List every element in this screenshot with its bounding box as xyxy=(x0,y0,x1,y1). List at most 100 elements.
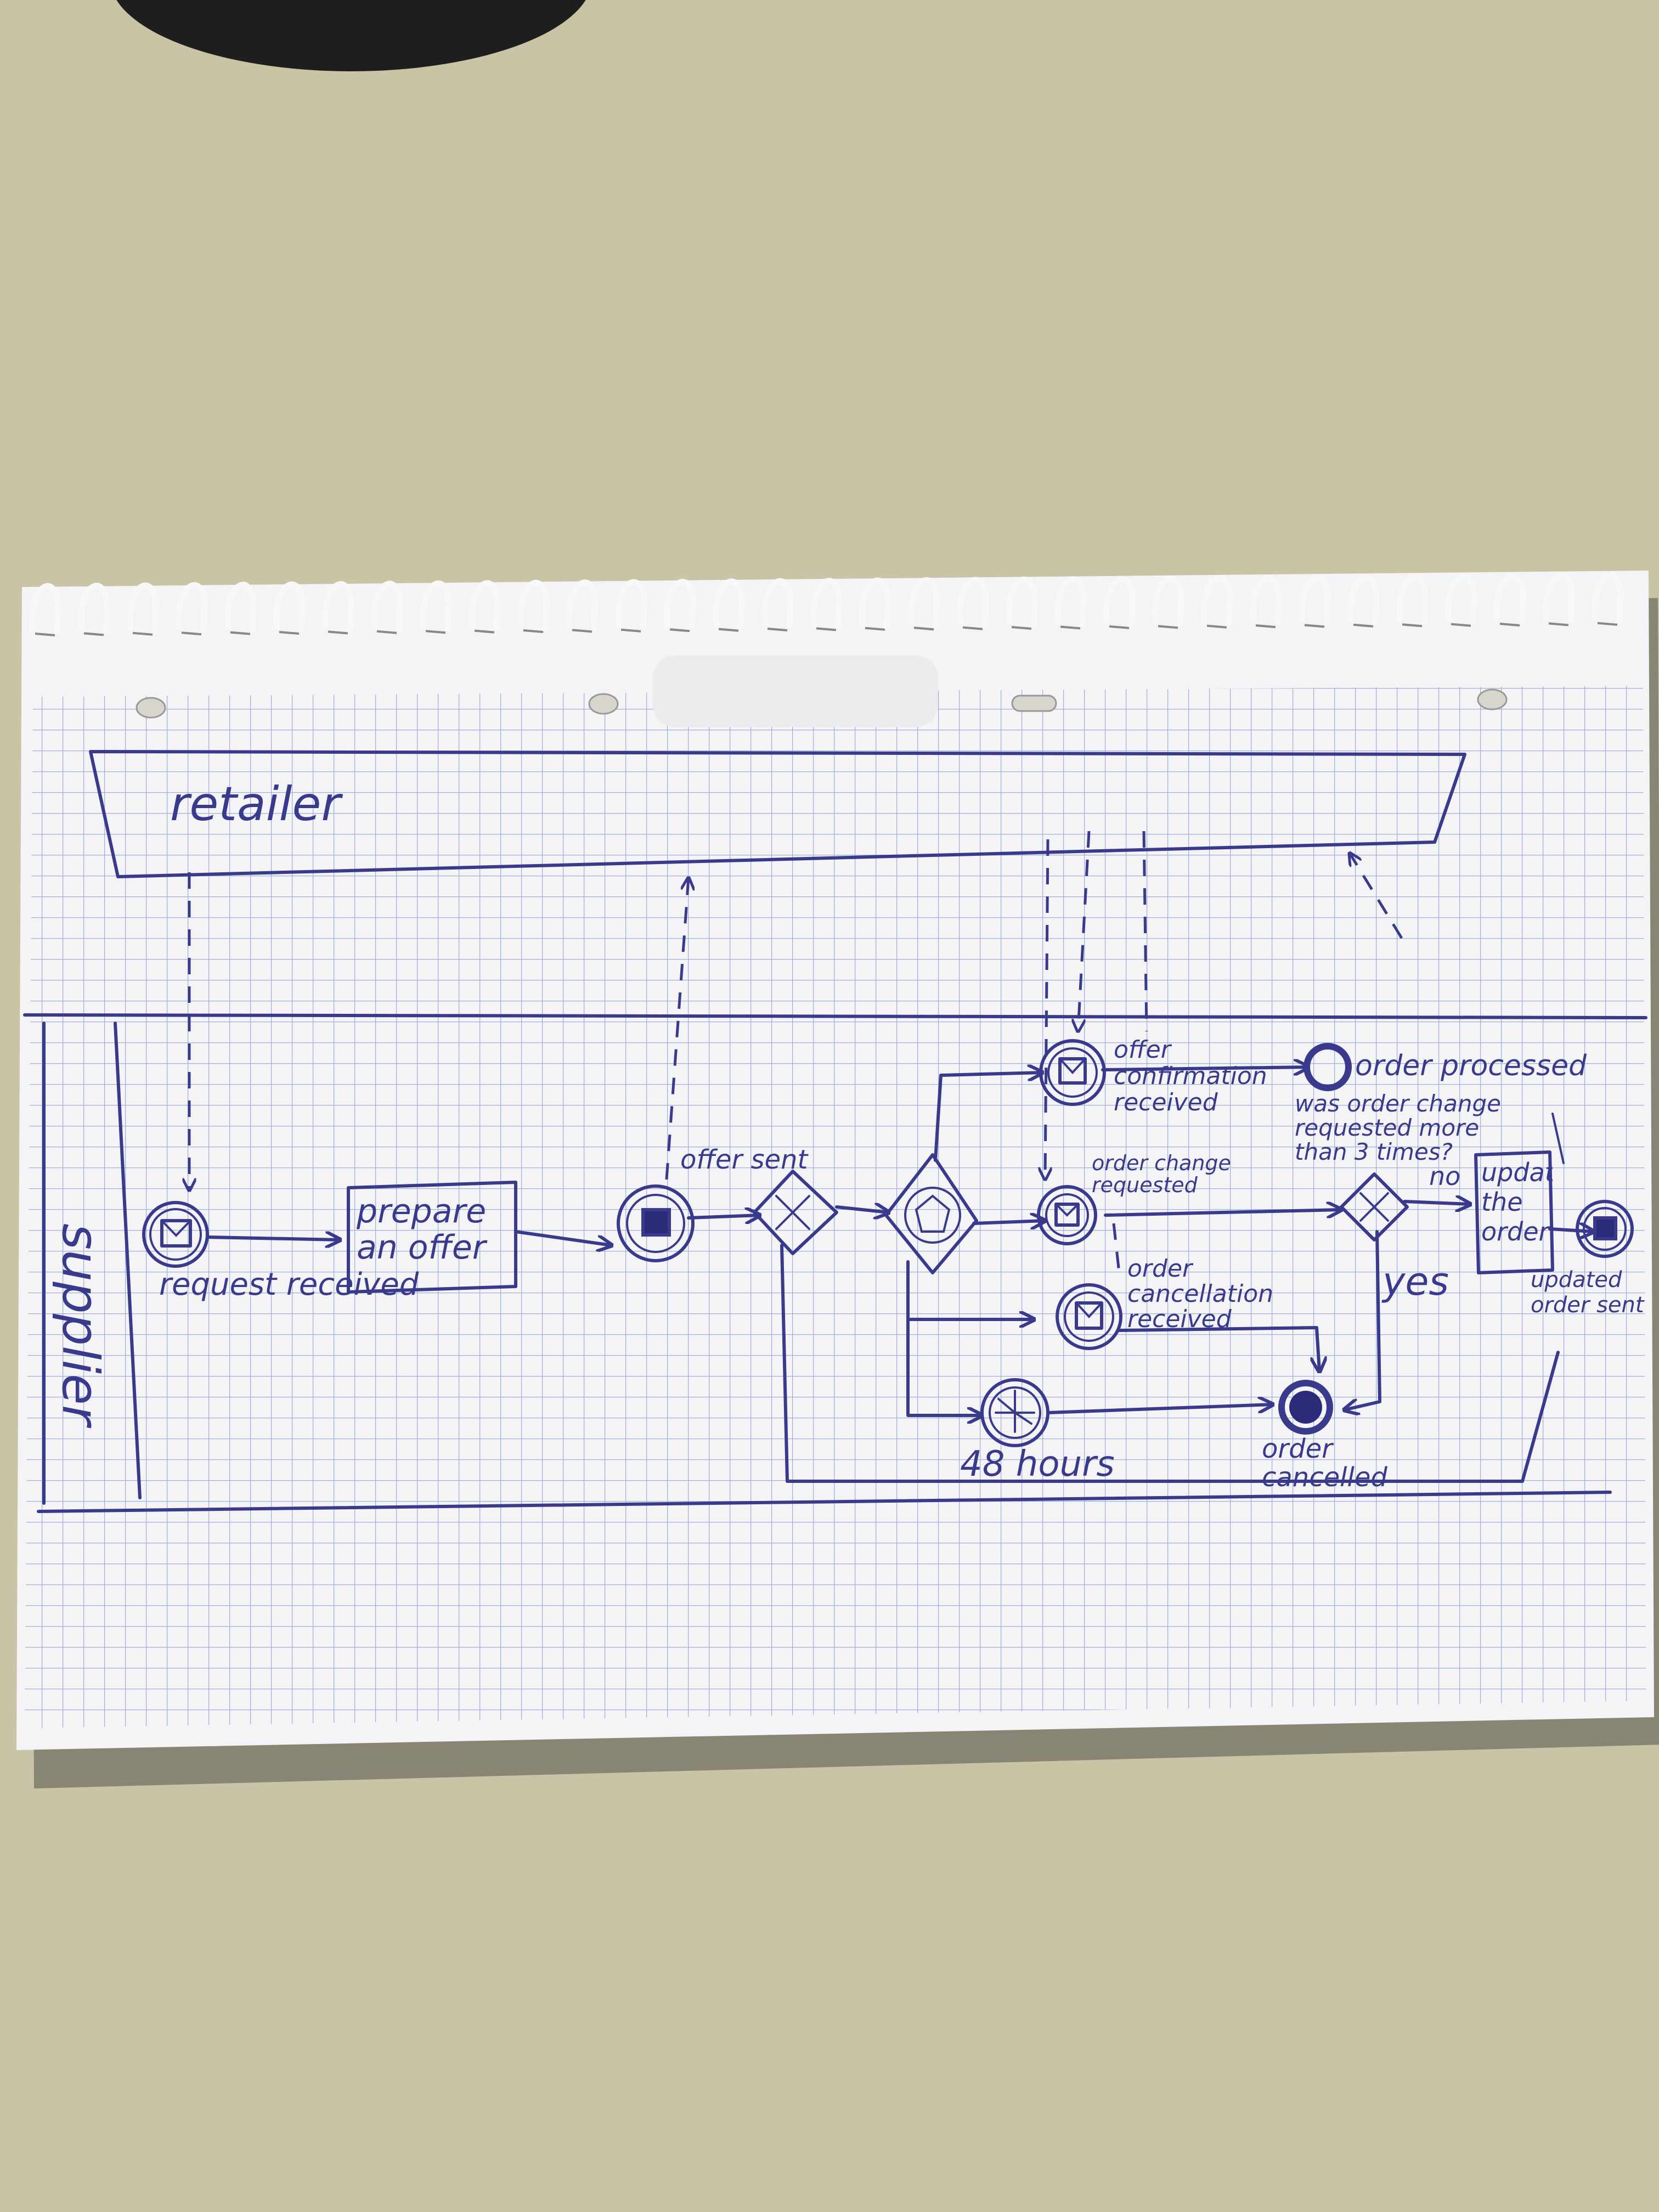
spiral-ring-shadow xyxy=(1548,622,1569,627)
spiral-ring-shadow xyxy=(1353,623,1374,628)
spiral-ring-shadow xyxy=(83,632,104,636)
spiral-ring-shadow xyxy=(1255,624,1276,628)
envelope-icon xyxy=(1058,1057,1087,1085)
desk-object-shadow xyxy=(116,0,586,71)
spiral-ring xyxy=(1250,575,1282,626)
updated-order-sent-event[interactable] xyxy=(1576,1200,1634,1258)
spiral-ring-shadow xyxy=(1597,622,1618,626)
spiral-ring-shadow xyxy=(279,631,300,635)
spiral-ring xyxy=(273,582,306,633)
spiral-ring-shadow xyxy=(474,629,495,634)
order-cancelled-label: order cancelled xyxy=(1262,1435,1387,1493)
spiral-ring xyxy=(371,580,403,631)
spiral-ring xyxy=(761,578,794,629)
spiral-ring xyxy=(517,580,550,631)
punched-holes xyxy=(136,689,1508,719)
timer-48-hours-event[interactable] xyxy=(980,1378,1049,1447)
offer-sent-label: offer sent xyxy=(680,1144,809,1175)
spiral-ring-shadow xyxy=(1060,625,1081,630)
order-processed-label: order processed xyxy=(1355,1049,1587,1082)
update-order-label: update the order xyxy=(1481,1158,1553,1246)
update-order-task[interactable] xyxy=(1474,1150,1554,1274)
change-count-gateway[interactable] xyxy=(1340,1172,1409,1242)
spiral-ring-shadow xyxy=(767,628,788,631)
spiral-ring-shadow xyxy=(132,631,153,636)
message-flows xyxy=(189,831,1403,1273)
order-cancelled-end-event[interactable] xyxy=(1278,1380,1333,1435)
spiral-ring xyxy=(1006,577,1038,628)
spiral-ring xyxy=(1103,575,1136,627)
event-based-gateway[interactable] xyxy=(884,1153,978,1274)
spiral-ring xyxy=(1396,574,1429,625)
supplier-pool-label: supplier xyxy=(51,1223,110,1429)
spiral-ring-shadow xyxy=(620,628,641,633)
offer-confirmation-received-event[interactable] xyxy=(1039,1039,1106,1106)
sequence-flows xyxy=(206,1067,1594,1483)
retailer-pool: retailer xyxy=(89,750,1466,878)
order-processed-end-event[interactable] xyxy=(1304,1043,1352,1091)
spiral-ring xyxy=(78,583,110,634)
spiral-ring xyxy=(1152,575,1184,627)
spiral-ring-shadow xyxy=(1402,623,1423,628)
spiral-ring-shadow xyxy=(816,627,837,631)
yes-branch-label: yes xyxy=(1381,1259,1449,1304)
spiral-ring-shadow xyxy=(1011,626,1032,630)
spiral-ring xyxy=(1201,575,1233,626)
spiral-ring xyxy=(713,578,745,629)
spiral-ring-shadow xyxy=(230,631,251,635)
spiral-ring xyxy=(176,582,208,633)
spiral-ring-shadow xyxy=(1109,625,1130,629)
spiral-ring xyxy=(1299,574,1331,625)
change-count-question-label: was order change requested more than 3 t… xyxy=(1295,1092,1501,1165)
spiral-ring xyxy=(810,578,843,629)
spiral-ring-shadow xyxy=(35,633,55,636)
spiral-ring xyxy=(29,583,61,634)
redacted-area xyxy=(653,656,938,727)
order-cancellation-received-event[interactable] xyxy=(1056,1283,1122,1350)
spiral-ring xyxy=(1592,572,1624,623)
spiral-ring xyxy=(664,579,696,630)
envelope-icon xyxy=(1054,1203,1080,1227)
spiral-ring-shadow xyxy=(669,628,690,633)
retailer-pool-label: retailer xyxy=(170,777,343,832)
prepare-offer-task[interactable] xyxy=(347,1181,517,1294)
spiral-ring xyxy=(1494,573,1526,624)
spiral-ring-shadow xyxy=(425,630,446,634)
spiral-ring-shadow xyxy=(1499,623,1520,627)
spiral-ring xyxy=(469,580,501,631)
spiral-ring-shadow xyxy=(376,630,397,634)
order-change-requested-event[interactable] xyxy=(1037,1185,1097,1245)
spiral-ring-shadow xyxy=(181,631,202,636)
merge-gateway[interactable] xyxy=(753,1170,838,1255)
spiral-ring xyxy=(566,579,599,630)
spiral-ring xyxy=(957,577,989,628)
spiral-ring-shadow xyxy=(962,626,983,630)
spiral-ring xyxy=(420,580,452,631)
envelope-icon xyxy=(1075,1301,1103,1330)
spiral-ring-shadow xyxy=(1451,623,1471,627)
spiral-binding xyxy=(29,572,1624,636)
envelope-icon xyxy=(1593,1216,1617,1240)
request-received-event[interactable] xyxy=(142,1201,209,1268)
x-gateway-icon xyxy=(1359,1192,1389,1222)
spiral-ring-shadow xyxy=(572,629,592,633)
spiral-ring xyxy=(615,579,647,630)
spiral-ring-shadow xyxy=(865,627,885,631)
request-received-label: request received xyxy=(159,1267,419,1302)
spiral-ring xyxy=(1054,576,1087,627)
timer-48-hours-label: 48 hours xyxy=(960,1444,1115,1485)
spiral-ring-shadow xyxy=(1304,624,1325,628)
spiral-ring-shadow xyxy=(523,629,544,633)
prepare-offer-label: prepare an offer xyxy=(357,1193,487,1267)
offer-confirmation-received-label: offer confirmation received xyxy=(1114,1037,1267,1116)
updated-order-sent-label: updated order sent xyxy=(1531,1267,1644,1318)
x-gateway-icon xyxy=(775,1195,810,1230)
envelope-icon xyxy=(641,1208,671,1237)
offer-sent-event[interactable] xyxy=(617,1184,695,1262)
order-change-requested-label: order change requested xyxy=(1092,1152,1231,1197)
clock-icon xyxy=(995,1390,1035,1433)
spiral-ring xyxy=(1347,574,1380,625)
spiral-ring-shadow xyxy=(913,627,934,631)
spiral-ring-shadow xyxy=(1158,625,1178,629)
